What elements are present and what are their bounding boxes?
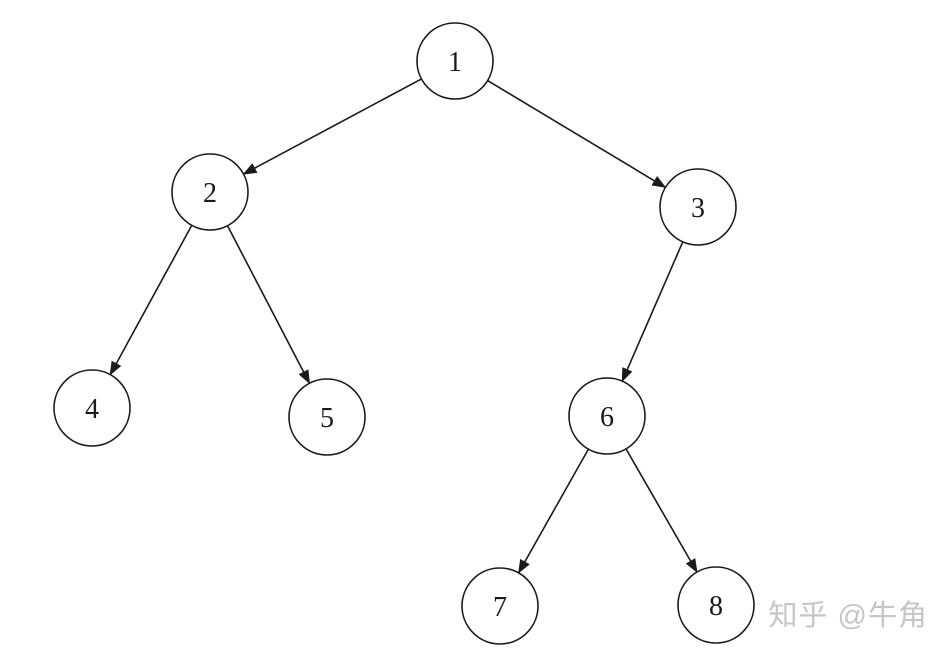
tree-node-label-1: 1	[448, 47, 462, 78]
tree-node-label-6: 6	[600, 402, 614, 433]
tree-node-label-2: 2	[203, 178, 217, 209]
tree-edge-6-8	[625, 448, 698, 573]
tree-node-circle-5	[288, 378, 366, 456]
edges-layer	[109, 78, 698, 574]
tree-node-circle-8	[677, 566, 755, 644]
tree-node-label-8: 8	[709, 591, 723, 622]
tree-node-label-3: 3	[691, 193, 705, 224]
tree-node-5: 5	[288, 378, 366, 456]
tree-node-circle-6	[568, 377, 646, 455]
tree-node-circle-1	[416, 22, 494, 100]
tree-node-8: 8	[677, 566, 755, 644]
tree-node-1: 1	[416, 22, 494, 100]
tree-node-circle-3	[659, 168, 737, 246]
nodes-layer: 1 2 3 4 5 6 7 8	[53, 22, 755, 645]
tree-node-circle-4	[53, 369, 131, 447]
tree-node-circle-2	[171, 153, 249, 231]
tree-node-4: 4	[53, 369, 131, 447]
tree-node-2: 2	[171, 153, 249, 231]
tree-node-label-4: 4	[85, 394, 99, 425]
tree-node-3: 3	[659, 168, 737, 246]
tree-edge-6-7	[517, 448, 590, 574]
tree-edge-1-3	[487, 79, 667, 189]
tree-edge-2-5	[226, 225, 311, 385]
tree-node-label-5: 5	[320, 403, 334, 434]
tree-node-label-7: 7	[493, 592, 507, 623]
tree-edge-2-4	[109, 224, 193, 376]
tree-node-circle-7	[461, 567, 539, 645]
tree-edge-1-2	[242, 78, 422, 175]
tree-node-6: 6	[568, 377, 646, 455]
tree-node-7: 7	[461, 567, 539, 645]
tree-edge-3-6	[621, 241, 684, 383]
watermark: 知乎 @牛角	[768, 600, 928, 632]
